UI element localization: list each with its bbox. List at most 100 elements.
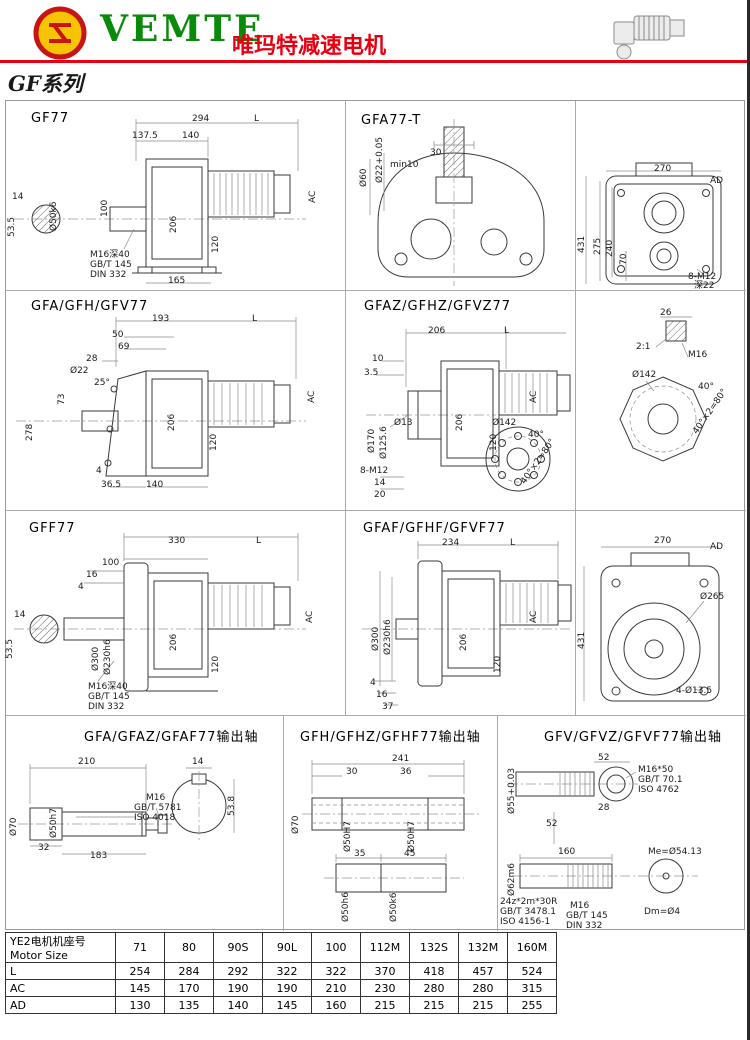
dim-label: 160 xyxy=(558,847,576,857)
dim-label: 52 xyxy=(546,819,558,829)
dim-label: ISO 4156-1 xyxy=(500,917,551,927)
dim-label: M16*50 xyxy=(638,765,674,775)
dim-label: 120 xyxy=(209,433,219,451)
red-divider xyxy=(0,60,750,63)
shaft-detail-drawing xyxy=(619,316,707,462)
row-label: AC xyxy=(5,979,116,997)
value-cell: 210 xyxy=(311,979,361,997)
dim-label: Ø230h6 xyxy=(103,639,113,675)
value-cell: 370 xyxy=(360,962,410,980)
dim-label: 431 xyxy=(577,631,587,649)
dim-label: Ø60 xyxy=(359,168,369,187)
value-cell: 145 xyxy=(262,996,312,1014)
dim-label: DIN 332 xyxy=(88,702,125,712)
value-cell: 140 xyxy=(213,996,263,1014)
dim-label: 120 xyxy=(211,235,221,253)
value-cell: 524 xyxy=(507,962,557,980)
dim-label: 32 xyxy=(38,843,50,853)
dim-label: Ø50H7 xyxy=(343,820,353,852)
dim-label: Ø230h6 xyxy=(383,619,393,655)
dim-label: 165 xyxy=(168,276,186,286)
value-cell: 457 xyxy=(458,962,508,980)
dim-label: L xyxy=(510,538,516,548)
col-header: 90S xyxy=(213,932,263,963)
value-cell: 215 xyxy=(360,996,410,1014)
dim-label: 14 xyxy=(12,192,24,202)
dim-label: 206 xyxy=(455,413,465,431)
dim-label: 206 xyxy=(169,215,179,233)
table-row: AC 145 170 190 190 210 230 280 280 315 xyxy=(5,979,557,997)
col-header: 100 xyxy=(311,932,361,963)
value-cell: 170 xyxy=(164,979,214,997)
gfa77t-drawing xyxy=(369,119,545,286)
dim-label: Ø300 xyxy=(91,646,101,671)
panel-title: GF77 xyxy=(31,111,70,126)
dim-label: GB/T 70.1 xyxy=(638,775,683,785)
dim-label: Ø50k6 xyxy=(49,201,59,231)
dim-label: M16 xyxy=(570,901,590,911)
table-title-cn: YE2电机机座号 xyxy=(10,935,86,948)
value-cell: 190 xyxy=(262,979,312,997)
dim-label: 28 xyxy=(598,803,610,813)
dim-label: 25° xyxy=(94,378,110,388)
dim-label: 24z*2m*30R xyxy=(500,897,558,907)
value-cell: 255 xyxy=(507,996,557,1014)
table-title-en: Motor Size xyxy=(10,949,68,962)
dim-label: 278 xyxy=(25,423,35,441)
dim-label: DIN 332 xyxy=(566,921,603,931)
value-cell: 190 xyxy=(213,979,263,997)
value-cell: 284 xyxy=(164,962,214,980)
dim-label: AC xyxy=(308,190,318,203)
dim-label: Ø62m6 xyxy=(507,862,517,896)
dim-label: 37 xyxy=(382,702,394,712)
dim-label: 193 xyxy=(152,314,170,324)
value-cell: 322 xyxy=(262,962,312,980)
row-label: L xyxy=(5,962,116,980)
dim-label: Ø50h7 xyxy=(49,808,59,838)
table-row: L 254 284 292 322 322 370 418 457 524 xyxy=(5,962,557,980)
value-cell: 160 xyxy=(311,996,361,1014)
value-cell: 145 xyxy=(115,979,165,997)
dim-label: Ø142 xyxy=(632,370,657,380)
dim-label: 深22 xyxy=(694,281,715,291)
dim-label: 183 xyxy=(90,851,108,861)
dim-label: Ø50h6 xyxy=(341,892,351,922)
dim-label: M16 xyxy=(146,793,166,803)
dim-label: 50 xyxy=(112,330,124,340)
dim-label: GB/T 3478.1 xyxy=(500,907,557,917)
gfaz77-drawing xyxy=(366,329,571,492)
dim-label: Ø170 xyxy=(367,428,377,453)
dim-label: 3.5 xyxy=(364,368,379,378)
dim-label: 120 xyxy=(489,433,499,451)
dim-label: DIN 332 xyxy=(90,270,127,280)
dim-label: 206 xyxy=(169,633,179,651)
dim-label: 53.5 xyxy=(5,638,15,659)
value-cell: 230 xyxy=(360,979,410,997)
dim-label: L xyxy=(504,326,510,336)
dim-label: 8-M12 xyxy=(688,272,717,282)
dim-label: L xyxy=(252,314,258,324)
dim-label: M16深40 xyxy=(88,682,128,692)
col-header: 132M xyxy=(458,932,508,963)
scan-edge-artifact xyxy=(747,0,750,1040)
dim-label: 4-Ø13.5 xyxy=(676,686,713,696)
dim-label: ISO 4018 xyxy=(134,813,176,823)
col-header: 90L xyxy=(262,932,312,963)
dim-label: Ø70 xyxy=(291,815,301,834)
dim-label: Me=Ø54.13 xyxy=(648,847,702,857)
dim-label: AD xyxy=(710,542,724,552)
dim-label: 234 xyxy=(442,538,460,548)
top-view-drawing xyxy=(585,162,722,285)
dim-label: AC xyxy=(307,390,317,403)
dim-label: 270 xyxy=(654,536,672,546)
